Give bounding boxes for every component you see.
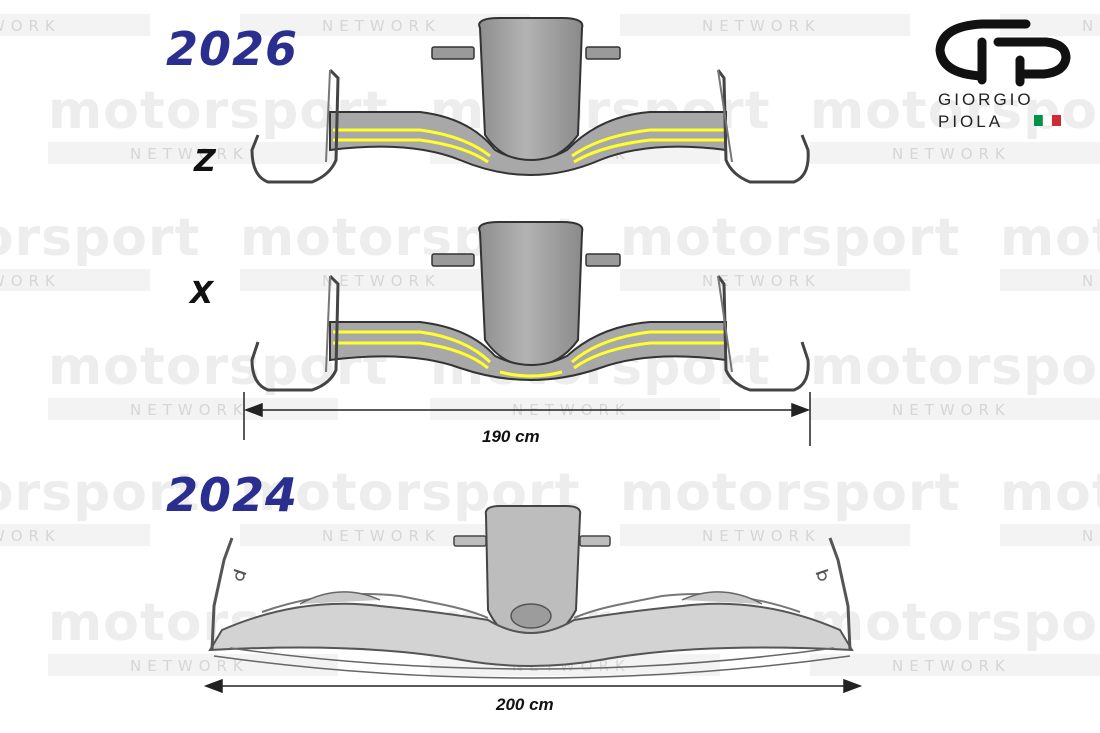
watermark-network: NETWORK: [0, 272, 61, 290]
watermark-band: [810, 398, 1100, 420]
wing-2026-x: [250, 221, 810, 392]
watermark-network: NETWORK: [892, 145, 1011, 163]
watermark-word: motorsport: [1000, 463, 1100, 523]
watermark-band: [240, 269, 530, 291]
watermark-band: [1000, 269, 1100, 291]
flap-highlight-z-left: [333, 128, 491, 158]
flap-highlight-z-right: [571, 128, 724, 158]
watermark-network: NETWORK: [130, 401, 249, 419]
title-2024: 2024: [166, 468, 299, 522]
watermark-network: NETWORK: [322, 527, 441, 545]
watermark-band: [0, 14, 150, 36]
italian-flag: [1034, 114, 1061, 127]
watermark-band: [810, 654, 1100, 676]
mode-label-x: X: [190, 276, 214, 311]
watermark-network: NETWORK: [1082, 527, 1100, 545]
mode-label-z: Z: [194, 144, 216, 179]
watermark-band: [0, 269, 150, 291]
watermark-network: NETWORK: [322, 272, 441, 290]
watermark-word: motorsport: [0, 463, 201, 523]
watermark-network: NETWORK: [130, 145, 249, 163]
watermark-band: [620, 269, 910, 291]
giorgio-piola-logo: [935, 19, 1071, 87]
watermark-word: motorsport: [810, 593, 1100, 653]
watermark-band: [48, 654, 338, 676]
watermark-band: [48, 142, 338, 164]
wing-2024: [208, 505, 854, 679]
watermark-band: [810, 142, 1100, 164]
title-2026: 2026: [166, 22, 299, 76]
flap-highlight-x-left: [333, 330, 492, 364]
watermark-network: NETWORK: [892, 401, 1011, 419]
watermark-network: NETWORK: [702, 527, 821, 545]
watermark-network: NETWORK: [1082, 272, 1100, 290]
watermark-network: NETWORK: [1082, 17, 1100, 35]
watermark-network: NETWORK: [322, 17, 441, 35]
watermark-network: NETWORK: [130, 657, 249, 675]
width-label-2024: 200 cm: [496, 695, 554, 714]
wing-2026-z: [250, 17, 810, 184]
watermark-network: NETWORK: [0, 527, 61, 545]
width-label-2026: 190 cm: [482, 427, 540, 446]
watermark-band: [620, 14, 910, 36]
watermark-band: [240, 14, 530, 36]
watermark-band: [1000, 524, 1100, 546]
watermark-word: motorsport: [0, 208, 201, 268]
logo-text-giorgio: GIORGIO: [938, 90, 1034, 109]
watermark-word: motorsport: [810, 81, 1100, 141]
flap-highlight-x-right: [571, 330, 724, 364]
watermark-band: [430, 398, 720, 420]
logo-text-piola: PIOLA: [938, 112, 1004, 131]
watermark-network: NETWORK: [892, 657, 1011, 675]
watermark-band: [0, 524, 150, 546]
watermark-word: motorsport: [620, 208, 961, 268]
watermark-network: NETWORK: [702, 272, 821, 290]
dimension-line-200: [203, 678, 863, 694]
watermark-network: NETWORK: [702, 17, 821, 35]
watermark-word: motorsport: [620, 463, 961, 523]
dimension-line-190: [243, 392, 811, 446]
watermark-word: motorsport: [810, 337, 1100, 397]
watermark-band: [48, 398, 338, 420]
watermark-word: motorsport: [1000, 208, 1100, 268]
watermark-band: [620, 524, 910, 546]
watermark-network: NETWORK: [0, 17, 61, 35]
